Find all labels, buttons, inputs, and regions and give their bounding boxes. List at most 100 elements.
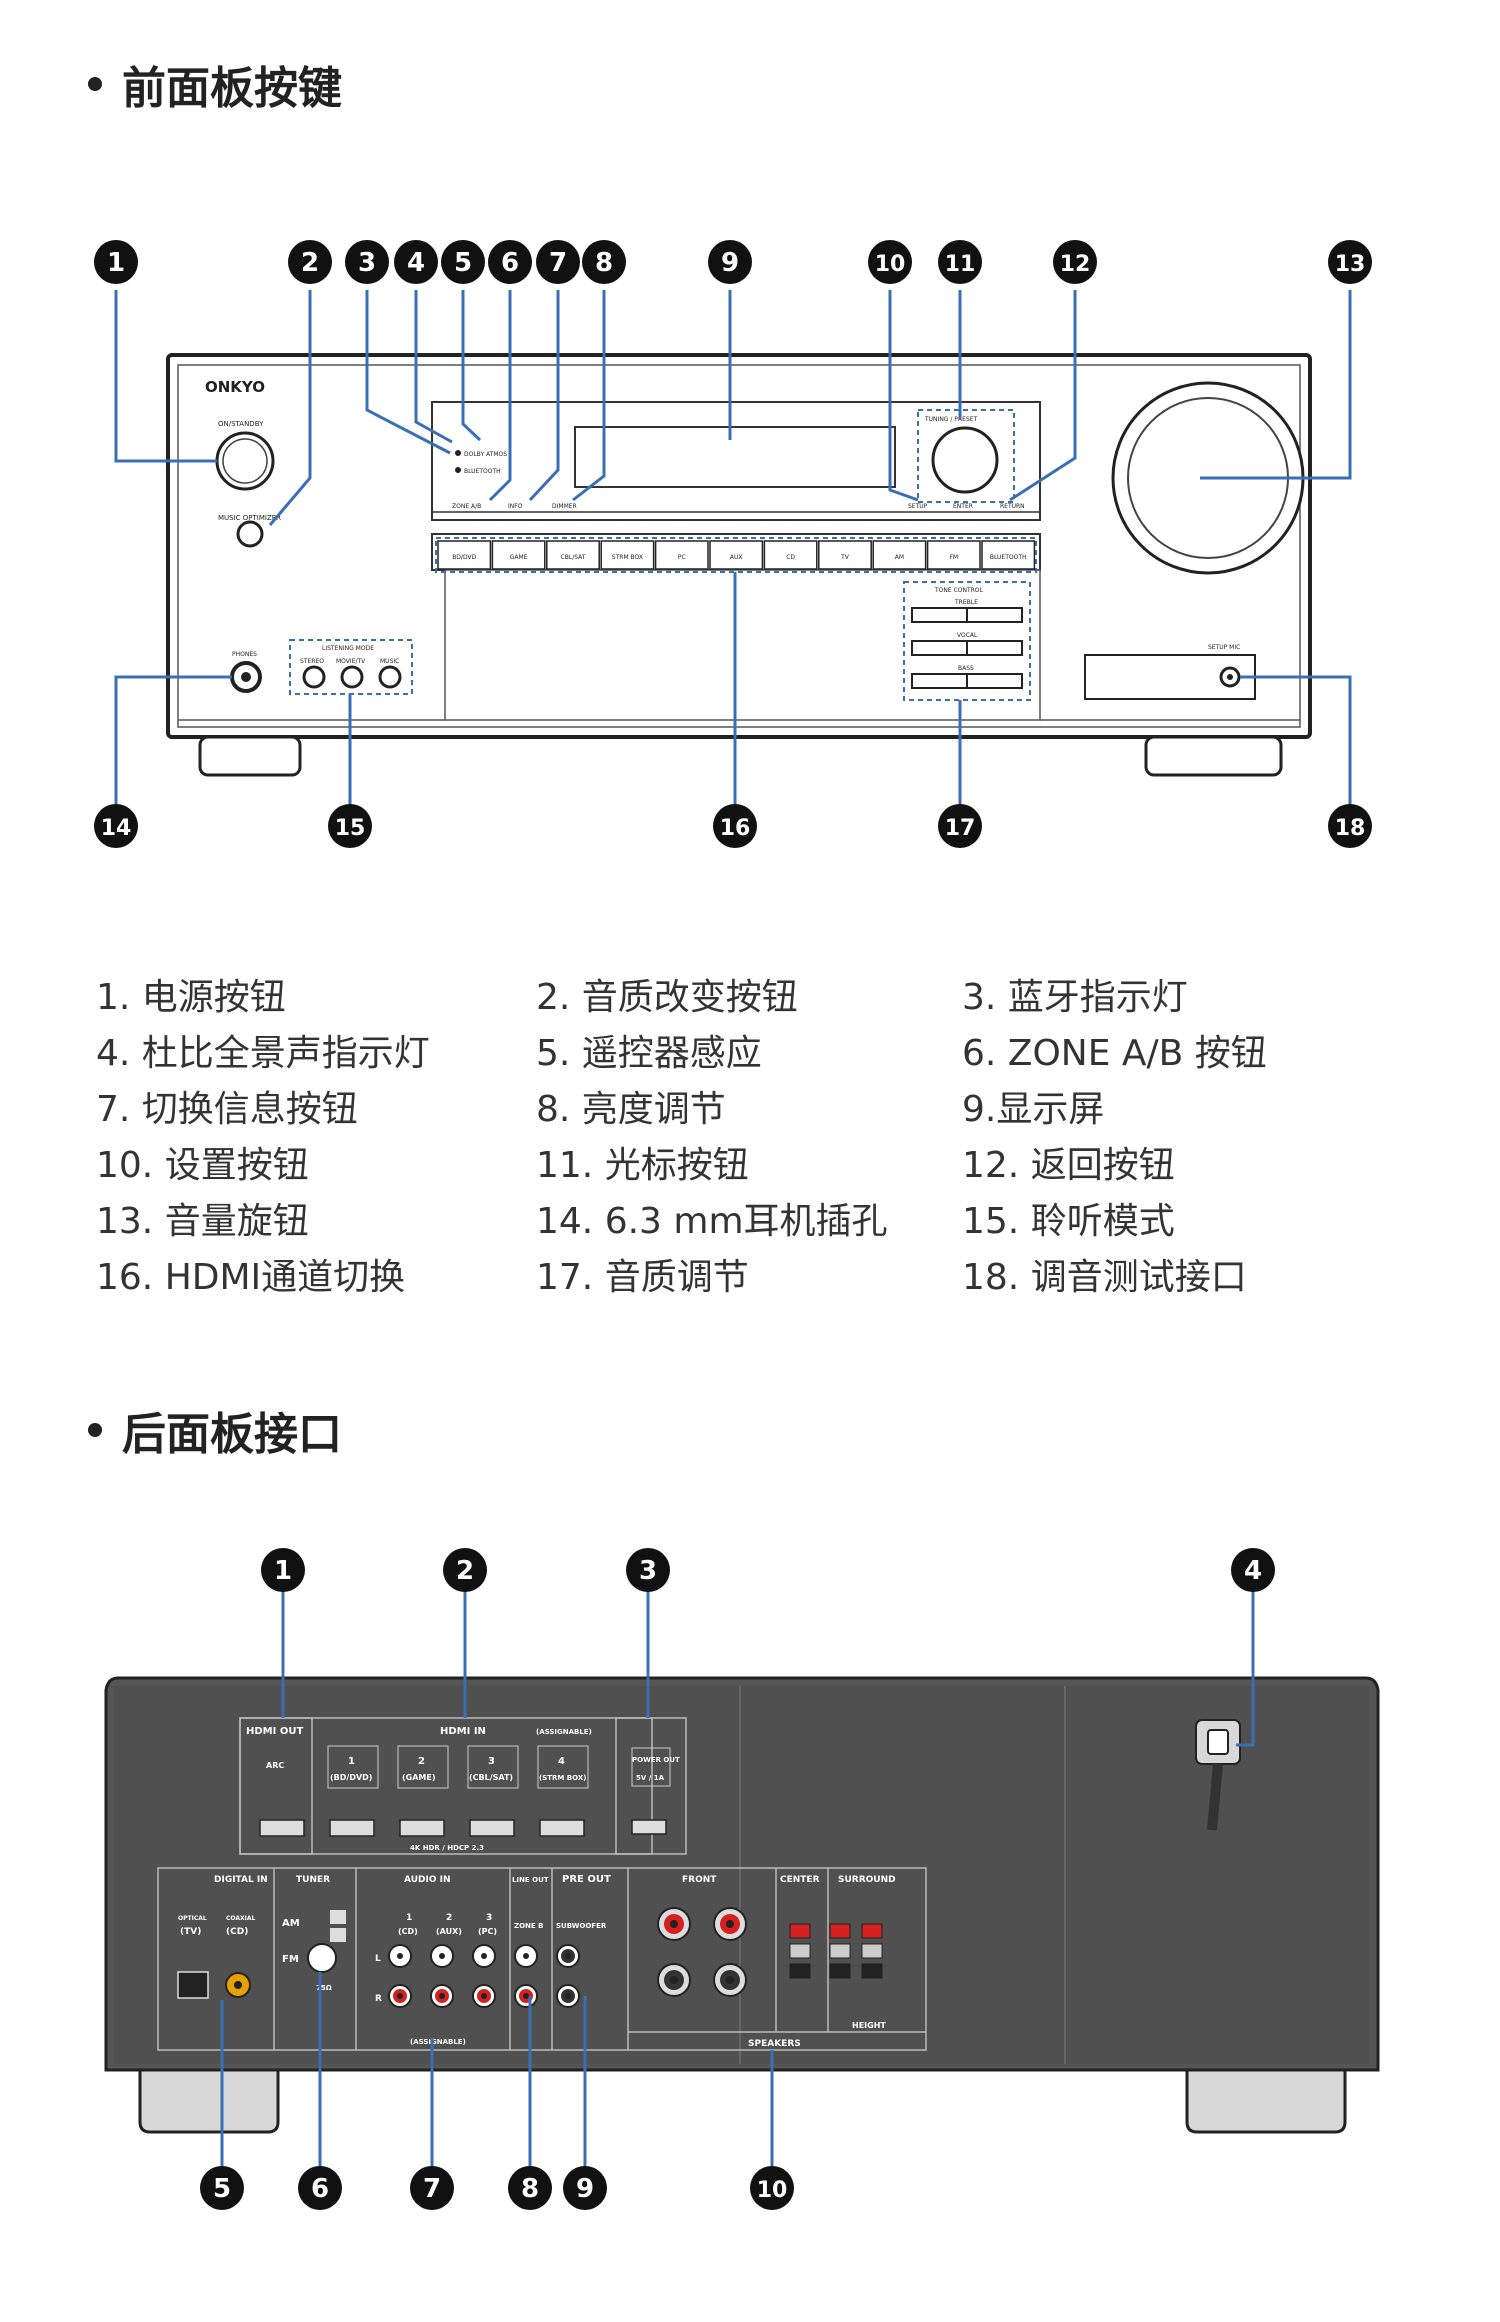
legend-item: 5. 遥控器感应 [536, 1033, 762, 1074]
fm-label: FM [282, 1954, 299, 1965]
audio-in-1-name: (CD) [398, 1927, 418, 1936]
callout-badge [708, 240, 752, 284]
callout-number: 6 [311, 2174, 329, 2204]
input-button-label: CBL/SAT [561, 554, 586, 561]
callout-number: 17 [945, 816, 976, 841]
speaker-clip [829, 1963, 851, 1979]
l-label-top: L [375, 1954, 381, 1964]
audio-in-label: AUDIO IN [404, 1875, 450, 1885]
input-button [926, 540, 981, 570]
bullet-icon [88, 77, 102, 91]
callout-badge [410, 2166, 454, 2210]
music-optimizer-label: MUSIC OPTIMIZER [218, 514, 281, 522]
legend-item: 9.显示屏 [962, 1089, 1105, 1130]
input-button [818, 540, 872, 570]
input-button [981, 540, 1036, 570]
power-cord [1195, 1719, 1241, 1831]
assignable-label: (ASSIGNABLE) [536, 1728, 592, 1736]
input-button [437, 540, 492, 570]
zone-b-label: ZONE B [514, 1922, 543, 1930]
hdmi-in-2-name: (GAME) [402, 1773, 436, 1782]
legend-item: 10. 设置按钮 [96, 1145, 309, 1186]
callout-number: 16 [720, 816, 751, 841]
legend-item: 6. ZONE A/B 按钮 [962, 1033, 1267, 1074]
input-button [546, 540, 600, 570]
callout-number: 4 [1244, 1556, 1262, 1586]
hdmi-in-4-name: (STRM BOX) [539, 1774, 586, 1782]
speakers-label: SPEAKERS [748, 2039, 801, 2049]
surround-label: SURROUND [838, 1875, 896, 1885]
hdmi-in-3-name: (CBL/SAT) [469, 1773, 513, 1782]
legend-item: 14. 6.3 mm耳机插孔 [536, 1201, 888, 1242]
am-label: AM [282, 1918, 300, 1929]
legend-item: 11. 光标按钮 [536, 1145, 749, 1186]
line-out-label: LINE OUT [512, 1876, 549, 1884]
treble-label: TREBLE [954, 599, 978, 606]
power-out-label: POWER OUT [632, 1756, 680, 1764]
audio-assignable-label: (ASSIGNABLE) [410, 2038, 466, 2046]
hdmi-in-label: HDMI IN [440, 1726, 486, 1737]
callout-badge [394, 240, 438, 284]
callout-number: 12 [1060, 252, 1091, 277]
input-button-label: AUX [730, 554, 743, 561]
callout-badge [94, 804, 138, 848]
input-button-label: BD/DVD [452, 554, 476, 561]
input-button [491, 540, 546, 570]
hdmi-in-4-num: 4 [558, 1756, 565, 1767]
speaker-clip [789, 1923, 811, 1939]
audio-in-1-num: 1 [406, 1913, 412, 1923]
callout-number: 11 [945, 252, 976, 277]
legend-item: 3. 蓝牙指示灯 [962, 977, 1188, 1018]
rear-section-title: 后面板接口 [88, 1398, 342, 1462]
callout-number: 18 [1335, 816, 1366, 841]
dolby-atmos-label: DOLBY ATMOS [464, 451, 507, 458]
input-button [654, 540, 709, 570]
center-label: CENTER [780, 1875, 820, 1885]
input-button [600, 540, 655, 570]
callout-badge [938, 804, 982, 848]
speaker-clip [829, 1943, 851, 1959]
mode-stereo-label: STEREO [300, 658, 324, 665]
callout-badge [200, 2166, 244, 2210]
callout-badge [563, 2166, 607, 2210]
digital-in-label: DIGITAL IN [214, 1875, 268, 1885]
power-spec-label: 5V / 1A [636, 1774, 665, 1782]
callout-number: 5 [454, 248, 472, 278]
input-button-label: BLUETOOTH [990, 554, 1027, 561]
r-label-bottom: R [375, 1994, 382, 2004]
legend-item: 7. 切换信息按钮 [96, 1089, 358, 1130]
front-panel-diagram: ONKYO ON/STANDBY MUSIC OPTIMIZER DOLBY A… [94, 240, 1372, 848]
return-label: RETURN [1000, 503, 1025, 510]
input-button-label: GAME [510, 554, 528, 561]
callout-badge [1053, 240, 1097, 284]
callout-number: 2 [301, 248, 319, 278]
callout-number: 14 [101, 816, 132, 841]
speaker-clip [861, 1943, 883, 1959]
info-label: INFO [508, 503, 523, 510]
hdcp-label: 4K HDR / HDCP 2.3 [410, 1844, 484, 1852]
legend-item: 12. 返回按钮 [962, 1145, 1175, 1186]
callout-badge [868, 240, 912, 284]
vocal-label: VOCAL [957, 632, 978, 639]
height-label: HEIGHT [852, 2021, 886, 2030]
legend-item: 1. 电源按钮 [96, 977, 286, 1018]
callout-badge [443, 1548, 487, 1592]
input-button-label: FM [949, 554, 958, 561]
callout-badge [750, 2166, 794, 2210]
callout-badge [488, 240, 532, 284]
callout-number: 5 [213, 2174, 231, 2204]
rear-receiver-body [104, 1676, 1380, 2134]
bass-label: BASS [958, 665, 974, 672]
optical-label: OPTICAL [178, 1915, 207, 1922]
enter-label: ENTER [953, 503, 973, 510]
speaker-clip [789, 1943, 811, 1959]
callout-badge [94, 240, 138, 284]
legend-item: 4. 杜比全景声指示灯 [96, 1033, 430, 1074]
bullet-icon [88, 1423, 102, 1437]
front-leader-lines [114, 290, 1352, 820]
rear-device-labels: HDMI OUT ARC HDMI IN (ASSIGNABLE) 1 (BD/… [178, 1726, 896, 2049]
callout-number: 7 [549, 248, 567, 278]
input-button [872, 540, 927, 570]
callout-badge [938, 240, 982, 284]
